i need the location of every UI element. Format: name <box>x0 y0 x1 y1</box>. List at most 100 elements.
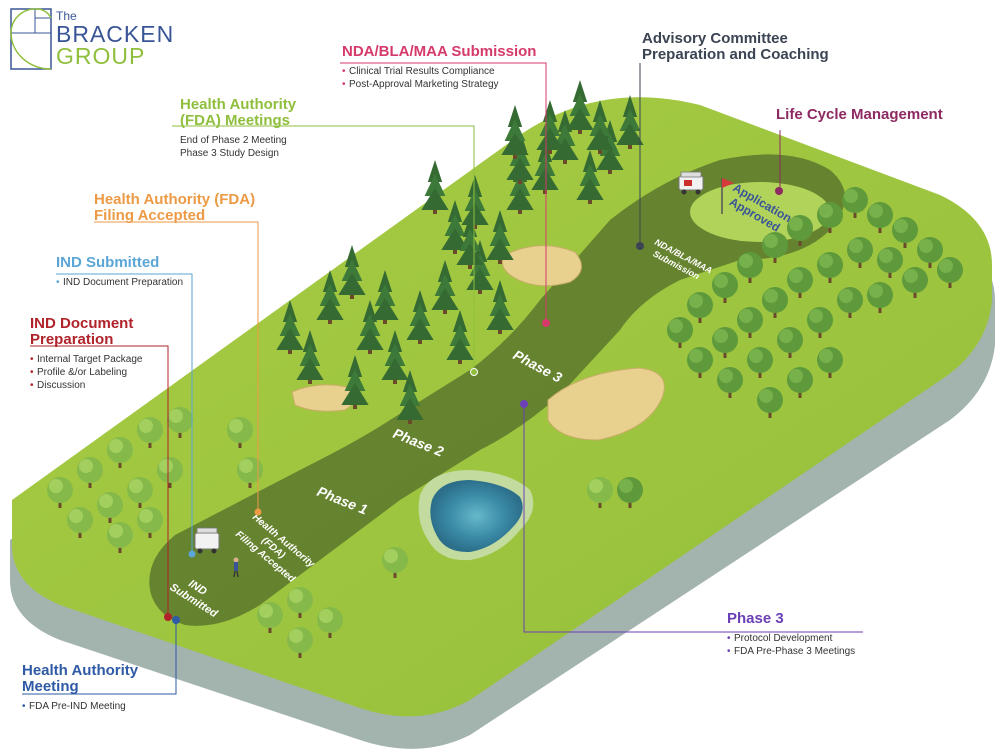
conifer-tree <box>576 150 604 204</box>
deciduous-tree <box>382 547 408 578</box>
deciduous-tree <box>257 602 283 633</box>
deciduous-tree <box>137 507 163 538</box>
pond-water <box>430 480 523 553</box>
conifer-tree <box>586 100 614 154</box>
deciduous-tree <box>47 477 73 508</box>
label-items: Clinical Trial Results CompliancePost-Ap… <box>342 65 536 91</box>
conifer-tree <box>461 175 489 229</box>
deciduous-tree <box>817 252 843 283</box>
label-item: Clinical Trial Results Compliance <box>342 65 536 78</box>
fairway <box>149 154 846 626</box>
conifer-tree <box>486 280 514 334</box>
label-title-line: Life Cycle Management <box>776 106 943 123</box>
label-title-line: Filing Accepted <box>94 207 206 224</box>
label-item: End of Phase 2 Meeting <box>180 135 287 146</box>
label-title-line: Phase 3 <box>727 610 784 627</box>
golf-cart-icon <box>678 171 704 195</box>
golf-cart-icon <box>194 527 220 554</box>
conifer-forest <box>276 80 644 424</box>
deciduous-tree <box>127 477 153 508</box>
label-title-line: Health Authority <box>180 96 297 113</box>
deciduous-tree <box>937 257 963 288</box>
brand-line3: GROUP <box>56 43 146 69</box>
conifer-tree <box>421 160 449 214</box>
deciduous-tree <box>97 492 123 523</box>
deciduous-tree <box>317 607 343 638</box>
deciduous-tree <box>787 215 813 246</box>
deciduous-tree <box>817 202 843 233</box>
conifer-tree <box>441 200 469 254</box>
brand-line2: BRACKEN <box>56 21 175 47</box>
deciduous-tree <box>237 457 263 488</box>
label-item: FDA Pre-Phase 3 Meetings <box>727 645 855 658</box>
deciduous-tree <box>807 307 833 338</box>
deciduous-tree <box>137 417 163 448</box>
conifer-tree <box>431 260 459 314</box>
deciduous-tree <box>762 232 788 263</box>
conifer-tree <box>486 210 514 264</box>
label-item: Protocol Development <box>727 632 855 645</box>
deciduous-tree <box>717 367 743 398</box>
deciduous-tree <box>587 477 613 508</box>
deciduous-tree <box>67 507 93 538</box>
label-title-line: NDA/BLA/MAA Submission <box>342 43 537 60</box>
conifer-tree <box>338 245 366 299</box>
deciduous-tree <box>847 237 873 268</box>
conifer-tree <box>381 330 409 384</box>
conifer-tree <box>316 270 344 324</box>
deciduous-tree <box>877 247 903 278</box>
label-items: Internal Target PackageProfile &/or Labe… <box>30 353 142 392</box>
label-title-line: Health Authority (FDA) <box>94 191 256 208</box>
deciduous-tree <box>687 292 713 323</box>
label-filing: Health Authority (FDA)Filing Accepted <box>94 192 255 224</box>
deciduous-tree <box>687 347 713 378</box>
conifer-tree <box>296 330 324 384</box>
deciduous-tree <box>167 407 193 438</box>
label-title-line: (FDA) Meetings <box>180 112 290 129</box>
label-item: Internal Target Package <box>30 353 142 366</box>
sand-trap <box>547 367 665 441</box>
deciduous-tree <box>77 457 103 488</box>
label-title-line: Advisory Committee <box>642 30 788 47</box>
label-ind-prep: IND DocumentPreparationInternal Target P… <box>30 316 142 393</box>
label-ha-meeting: Health AuthorityMeetingFDA Pre-IND Meeti… <box>22 662 139 714</box>
deciduous-tree <box>837 287 863 318</box>
label-title: NDA/BLA/MAA Submission <box>342 44 536 60</box>
label-title: Health Authority (FDA)Filing Accepted <box>94 192 255 224</box>
deciduous-tree <box>107 437 133 468</box>
deciduous-tree <box>867 202 893 233</box>
label-item: FDA Pre-IND Meeting <box>22 700 138 713</box>
label-ind-submitted: IND SubmittedIND Document Preparation <box>56 255 183 290</box>
label-items: Protocol DevelopmentFDA Pre-Phase 3 Meet… <box>727 632 855 658</box>
deciduous-tree <box>842 187 868 218</box>
label-title-line: Health Authority <box>22 662 139 679</box>
label-title: Life Cycle Management <box>776 107 943 123</box>
golden-ratio-logo-icon <box>10 8 52 70</box>
conifer-tree <box>501 105 529 159</box>
label-items: IND Document Preparation <box>56 276 183 289</box>
label-title: IND Submitted <box>56 255 183 271</box>
deciduous-tree <box>667 317 693 348</box>
deciduous-tree <box>287 587 313 618</box>
conifer-tree <box>341 355 369 409</box>
deciduous-tree <box>737 307 763 338</box>
deciduous-tree <box>867 282 893 313</box>
label-title: Phase 3 <box>727 611 855 627</box>
label-item: Discussion <box>30 379 142 392</box>
conifer-tree <box>531 140 559 194</box>
conifer-tree <box>396 370 424 424</box>
conifer-tree <box>371 270 399 324</box>
label-items: FDA Pre-IND Meeting <box>22 700 138 713</box>
deciduous-tree <box>787 367 813 398</box>
deciduous-tree <box>902 267 928 298</box>
sand-trap <box>291 384 356 412</box>
label-item: IND Document Preparation <box>56 276 183 289</box>
golfer-icon <box>233 557 239 578</box>
conifer-tree <box>446 310 474 364</box>
conifer-tree <box>276 300 304 354</box>
